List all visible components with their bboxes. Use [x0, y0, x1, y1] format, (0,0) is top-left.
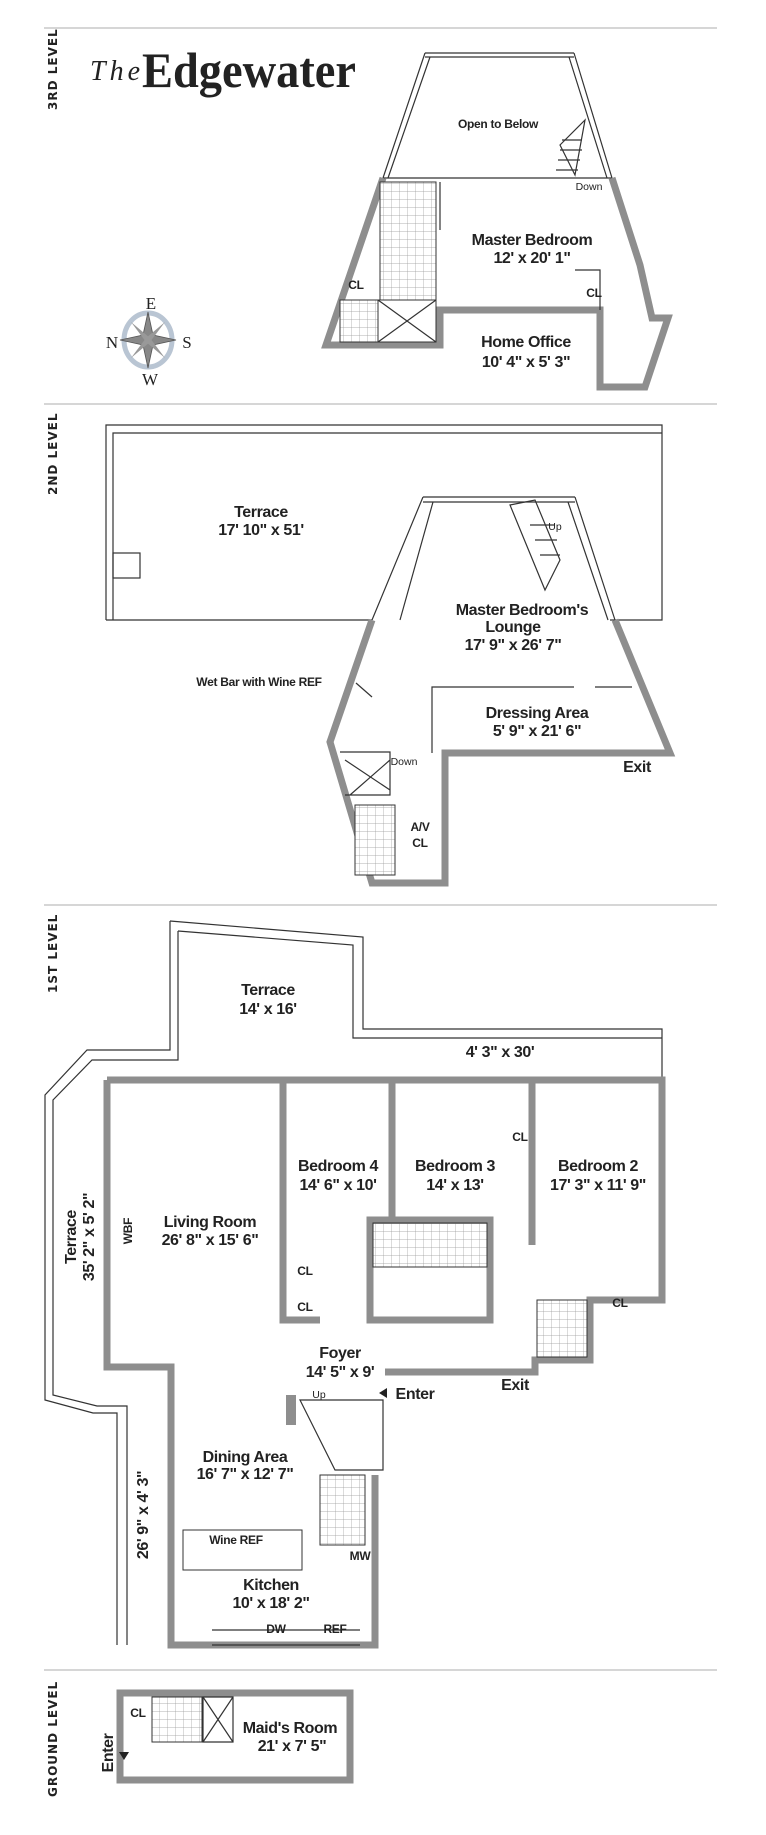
home-office-size: 10' 4" x 5' 3": [482, 354, 570, 371]
refrigerator-label: REF: [323, 1622, 346, 1636]
foyer-name: Foyer: [319, 1345, 361, 1362]
terrace-size-2nd: 17' 10" x 51': [218, 522, 304, 539]
compass-south: S: [182, 333, 191, 352]
stairs-down-label-2nd: Down: [391, 756, 418, 768]
lounge-size: 17' 9" x 26' 7": [465, 637, 562, 654]
wet-bar-label: Wet Bar with Wine REF: [196, 675, 321, 689]
compass-north: N: [106, 333, 118, 352]
closet-label: CL: [586, 286, 601, 300]
maids-room-name: Maid's Room: [243, 1720, 338, 1737]
exit-label-2nd: Exit: [623, 759, 652, 776]
bedroom2-size: 17' 3" x 11' 9": [550, 1177, 646, 1194]
closet-label: CL: [297, 1300, 312, 1314]
second-level-plan: Terrace 17' 10" x 51' Up Master Bedroom'…: [105, 424, 676, 887]
bedroom3-name: Bedroom 3: [415, 1158, 495, 1175]
living-room-name: Living Room: [164, 1214, 257, 1231]
microwave-label: MW: [350, 1549, 372, 1563]
lounge-name-line2: Lounge: [485, 619, 541, 636]
third-level-plan: Open to Below Down Master Bedroom 12' x …: [321, 52, 673, 391]
terrace-name-2nd: Terrace: [234, 504, 288, 521]
bedroom2-name: Bedroom 2: [558, 1158, 638, 1175]
master-bedroom-name: Master Bedroom: [472, 232, 593, 249]
enter-arrow-icon: [379, 1388, 387, 1398]
edgewater-logo: The Edgewater: [90, 42, 356, 98]
closet-label: CL: [348, 278, 363, 292]
ground-level-plan: CL Maid's Room 21' x 7' 5" Enter: [100, 1689, 354, 1784]
living-room-size: 26' 8" x 15' 6": [162, 1232, 259, 1249]
dishwasher-label: DW: [266, 1622, 286, 1636]
maids-room-size: 21' x 7' 5": [258, 1738, 327, 1755]
av-closet-line1: A/V: [410, 820, 429, 834]
stairs-up-label: Up: [548, 521, 562, 533]
terrace-dining-size: 26' 9" x 4' 3": [135, 1471, 152, 1559]
level-separators: [44, 27, 717, 1671]
home-office-name: Home Office: [481, 334, 571, 351]
closet-label: CL: [512, 1130, 527, 1144]
exit-label-1st: Exit: [501, 1377, 530, 1394]
compass-east: E: [146, 294, 156, 313]
first-level-plan: Terrace 14' x 16' 4' 3" x 30' Bedroom 4 …: [44, 920, 666, 1649]
level-label-3rd: 3RD LEVEL: [46, 28, 60, 110]
bedroom4-size: 14' 6" x 10': [299, 1177, 376, 1194]
stairs-down-label: Down: [576, 181, 603, 193]
foyer-size: 14' 5" x 9': [306, 1364, 375, 1381]
bedroom4-name: Bedroom 4: [298, 1158, 378, 1175]
closet-label: CL: [297, 1264, 312, 1278]
enter-label: Enter: [396, 1386, 435, 1403]
logo-name: Edgewater: [142, 42, 356, 98]
kitchen-name: Kitchen: [243, 1577, 299, 1594]
closet-label: CL: [130, 1706, 145, 1720]
open-to-below-label: Open to Below: [458, 117, 539, 131]
level-label-1st: 1ST LEVEL: [46, 914, 60, 993]
logo-prefix: The: [90, 56, 140, 87]
compass-west: W: [142, 370, 159, 389]
terrace-side-name: Terrace: [63, 1210, 80, 1264]
terrace-top-name: Terrace: [241, 982, 295, 999]
terrace-side-size: 35' 2" x 5' 2": [81, 1193, 98, 1281]
compass-rose-icon: E N S W: [106, 294, 192, 389]
av-closet-line2: CL: [412, 836, 427, 850]
dining-area-name: Dining Area: [203, 1449, 288, 1466]
terrace-strip-size: 4' 3" x 30': [466, 1044, 535, 1061]
master-bedroom-size: 12' x 20' 1": [493, 250, 570, 267]
stairs-up-label-1st: Up: [312, 1389, 326, 1401]
bedroom3-size: 14' x 13': [426, 1177, 483, 1194]
wbf-label: WBF: [121, 1218, 135, 1244]
lounge-name-line1: Master Bedroom's: [456, 602, 589, 619]
dining-area-size: 16' 7" x 12' 7": [197, 1466, 294, 1483]
dressing-area-name: Dressing Area: [486, 705, 589, 722]
kitchen-size: 10' x 18' 2": [232, 1595, 309, 1612]
enter-arrow-icon: [119, 1752, 129, 1760]
dressing-area-size: 5' 9" x 21' 6": [493, 723, 581, 740]
level-label-ground: GROUND LEVEL: [46, 1681, 60, 1797]
terrace-top-size: 14' x 16': [239, 1001, 296, 1018]
level-label-2nd: 2ND LEVEL: [46, 412, 60, 495]
closet-label: CL: [612, 1296, 627, 1310]
ground-enter-label: Enter: [100, 1733, 117, 1772]
wine-ref-label: Wine REF: [209, 1533, 263, 1547]
